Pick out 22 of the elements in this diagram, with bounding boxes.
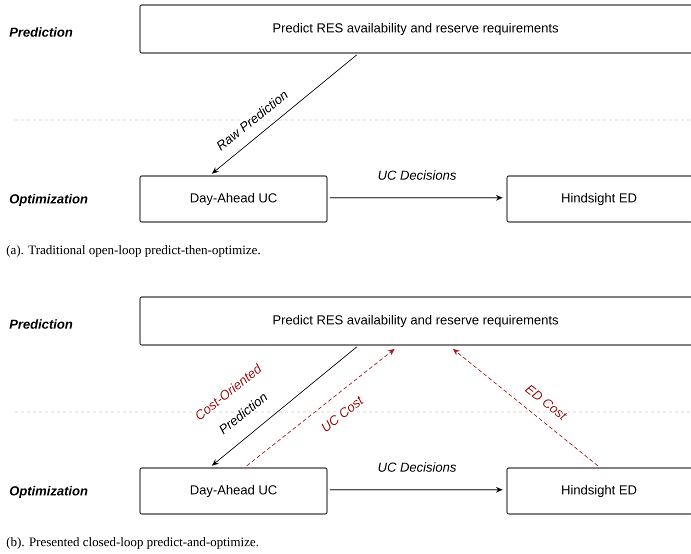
process-box — [140, 176, 328, 222]
row-label: Prediction — [8, 318, 74, 330]
caption: (b). Presented closed-loop predict-and-optimize. — [5, 536, 260, 550]
process-box — [506, 468, 691, 514]
box-text: Predict RES availability and reserve requirements — [274, 22, 558, 36]
caption: (a). Traditional open-loop predict-then-optimize. — [5, 244, 262, 258]
row-label: Prediction — [8, 26, 74, 38]
row-label: Optimization — [8, 192, 89, 208]
edge-label: UC Decisions — [376, 461, 458, 473]
box-text: Hindsight ED — [562, 192, 636, 206]
edge-label: UC Decisions — [376, 169, 458, 181]
process-box — [140, 468, 328, 514]
process-box — [140, 296, 691, 346]
edge-label: UC Cost — [318, 394, 366, 434]
box-text: Day-Ahead UC — [190, 192, 277, 206]
box-text: Predict RES availability and reserve requirements — [274, 314, 558, 328]
box-text: Hindsight ED — [562, 484, 636, 498]
process-box — [506, 176, 691, 222]
row-label: Optimization — [8, 484, 89, 500]
box-text: Day-Ahead UC — [190, 484, 277, 498]
edge-label: ED Cost — [522, 382, 570, 422]
process-box — [140, 4, 691, 54]
